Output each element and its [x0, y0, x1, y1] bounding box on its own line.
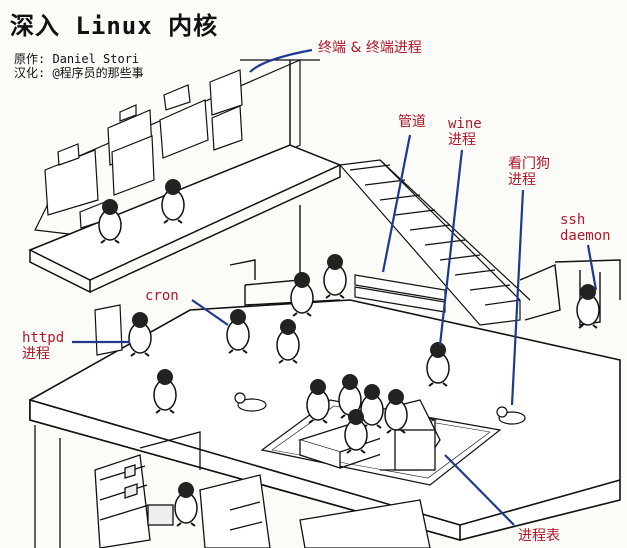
- httpd-label: httpd 进程: [22, 330, 64, 362]
- wine-label-line1: wine: [448, 116, 482, 132]
- terminal-screens: [44, 69, 243, 229]
- httpd-label-line1: httpd: [22, 330, 65, 346]
- dogs: [234, 392, 526, 425]
- watchdog-label: 看门狗 进程: [508, 156, 550, 188]
- author-credit: 原作: Daniel Stori: [14, 52, 140, 66]
- pipe-label: 管道: [398, 114, 426, 130]
- terminal-label: 终端 & 终端进程: [318, 40, 422, 56]
- cron-label: cron: [145, 288, 179, 304]
- main-floor: [29, 299, 621, 542]
- translator-credit: 汉化: @程序员的那些事: [14, 66, 144, 80]
- pipe-objects: [354, 274, 446, 313]
- leader-lines: [72, 48, 598, 526]
- staircase: [338, 159, 531, 326]
- wine-label-line2: 进程: [448, 132, 476, 148]
- process-table-label: 进程表: [518, 528, 560, 544]
- watchdog-label-line2: 进程: [508, 172, 536, 188]
- watchdog-label-line1: 看门狗: [508, 156, 550, 172]
- httpd-label-line2: 进程: [22, 346, 50, 362]
- ssh-label: ssh daemon: [560, 212, 611, 244]
- ssh-label-line1: ssh: [560, 212, 586, 228]
- wine-label: wine 进程: [448, 116, 482, 148]
- credits: 原作: Daniel Stori 汉化: @程序员的那些事: [14, 52, 144, 80]
- basement: [34, 425, 431, 548]
- page-title: 深入 Linux 内核: [10, 12, 219, 40]
- ssh-label-line2: daemon: [560, 228, 611, 244]
